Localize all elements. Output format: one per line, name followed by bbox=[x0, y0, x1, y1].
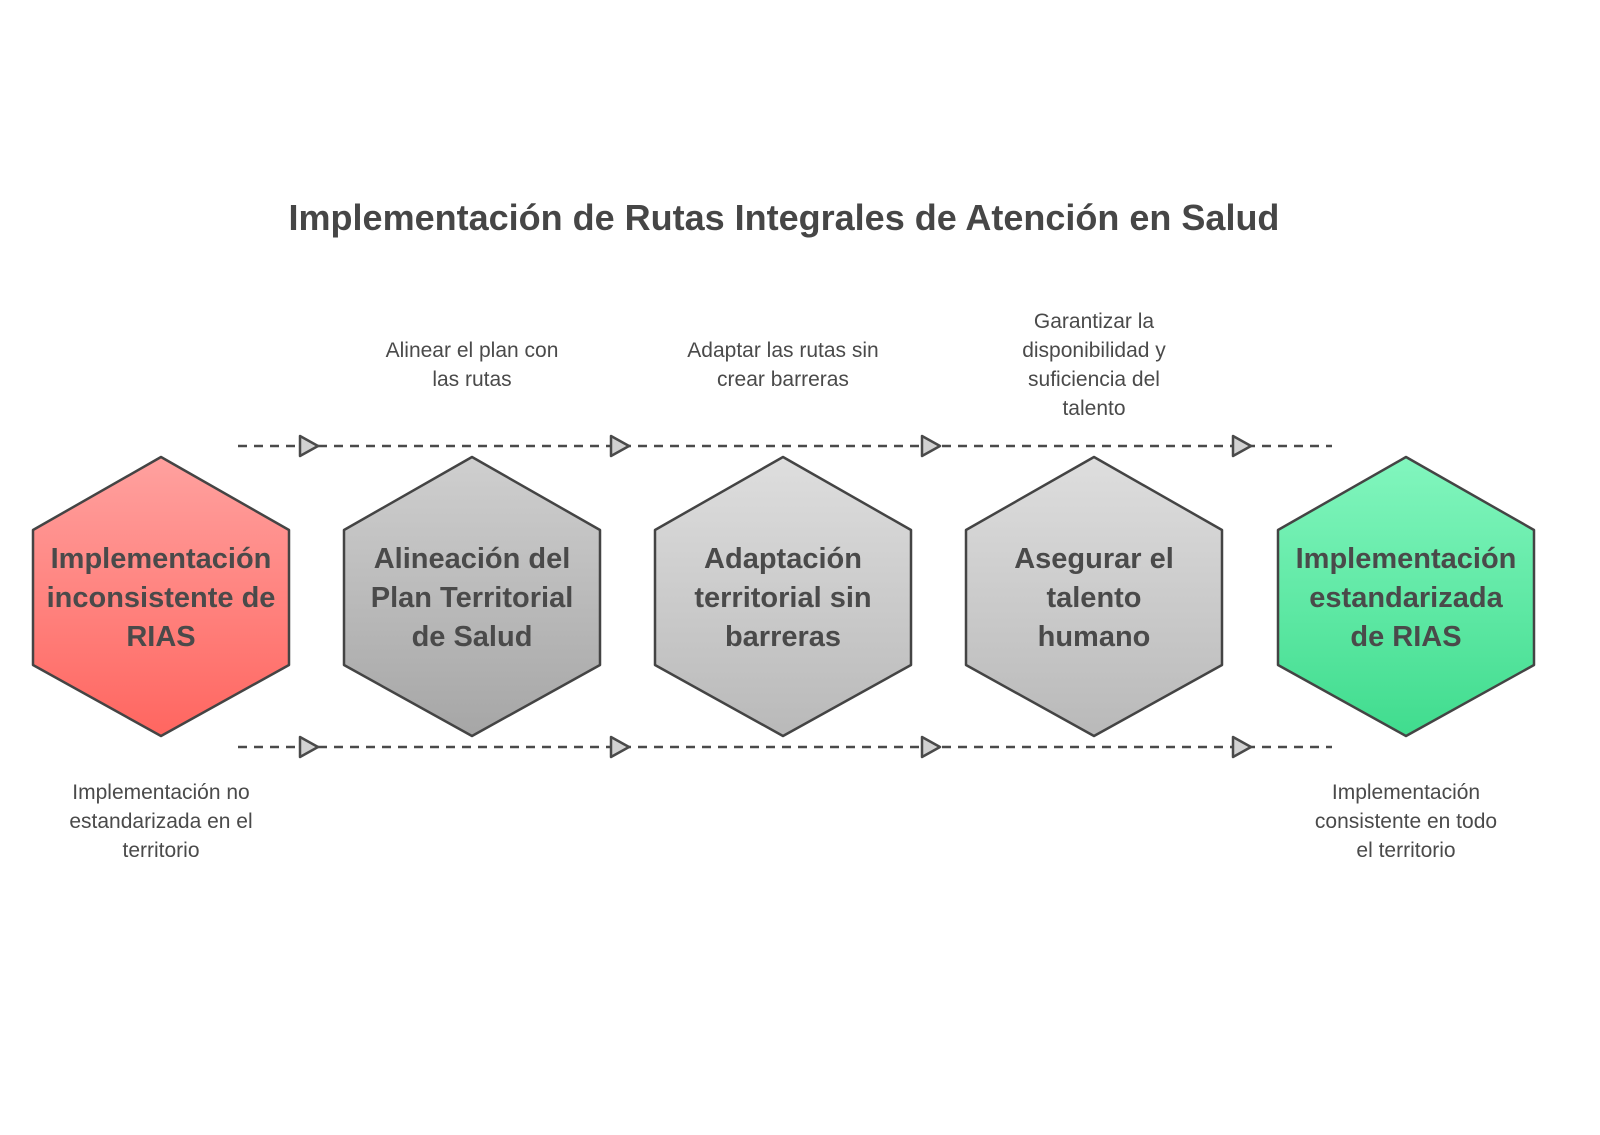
bottom-arrow-icon bbox=[298, 735, 320, 759]
stage-caption-line: estandarizada en el bbox=[69, 810, 252, 833]
stage-caption-line: disponibilidad y bbox=[1022, 339, 1166, 362]
bottom-arrow-icon bbox=[1231, 735, 1253, 759]
stage-label-line: talento bbox=[1046, 582, 1141, 614]
stage-caption-line: Adaptar las rutas sin bbox=[687, 339, 878, 362]
top-arrow-icon bbox=[1231, 434, 1253, 458]
stage-label-line: RIAS bbox=[126, 621, 195, 653]
stage-label-line: humano bbox=[1038, 621, 1151, 653]
top-arrow-icon bbox=[298, 434, 320, 458]
stage-label-line: estandarizada bbox=[1309, 582, 1503, 614]
stage-label-line: Asegurar el bbox=[1014, 543, 1174, 575]
stage-1: Implementación inconsistente de RIAS Implem… bbox=[31, 455, 291, 862]
stage-caption-line: consistente en todo bbox=[1315, 810, 1497, 833]
stage-label-line: territorial sin bbox=[694, 582, 871, 614]
bottom-arrow-icon bbox=[609, 735, 631, 759]
stage-label-line: de Salud bbox=[412, 621, 533, 653]
stage-hexagon bbox=[342, 455, 602, 738]
stage-caption-line: crear barreras bbox=[717, 368, 849, 391]
stage-label-line: Implementación bbox=[1296, 543, 1517, 575]
top-arrow-icon bbox=[609, 434, 631, 458]
stage-label-line: Alineación del bbox=[374, 543, 571, 575]
stage-label-line: Plan Territorial bbox=[371, 582, 574, 614]
stage-caption-line: territorio bbox=[122, 839, 199, 862]
stage-caption-line: suficiencia del bbox=[1028, 368, 1160, 391]
stage-5: Implementación estandarizada de RIAS Implem… bbox=[1276, 455, 1536, 862]
diagram-title: Implementación de Rutas Integrales de At… bbox=[289, 197, 1280, 238]
stage-hexagon bbox=[31, 455, 291, 738]
bottom-arrow-icon bbox=[920, 735, 942, 759]
stage-label-line: Implementación bbox=[51, 543, 272, 575]
stage-label-line: de RIAS bbox=[1350, 621, 1461, 653]
stage-caption-line: Garantizar la bbox=[1034, 310, 1155, 333]
stage-caption-line: Implementación no bbox=[72, 781, 249, 804]
stage-label-line: Adaptación bbox=[704, 543, 862, 575]
stage-caption-line: Implementación bbox=[1332, 781, 1480, 804]
stage-label-line: barreras bbox=[725, 621, 841, 653]
stage-hexagon bbox=[964, 455, 1224, 738]
stage-caption-line: el territorio bbox=[1356, 839, 1455, 862]
top-arrow-icon bbox=[920, 434, 942, 458]
stage-3: Adaptación territorial sin barreras Adaptar… bbox=[653, 339, 913, 738]
stage-hexagon bbox=[1276, 455, 1536, 738]
stage-caption-line: las rutas bbox=[432, 368, 511, 391]
stage-label-line: inconsistente de bbox=[47, 582, 276, 614]
stage-caption-line: Alinear el plan con bbox=[386, 339, 559, 362]
stage-4: Asegurar el talento humano Garantizar la dis… bbox=[964, 310, 1224, 738]
stage-caption-line: talento bbox=[1062, 397, 1125, 420]
stage-hexagon bbox=[653, 455, 913, 738]
